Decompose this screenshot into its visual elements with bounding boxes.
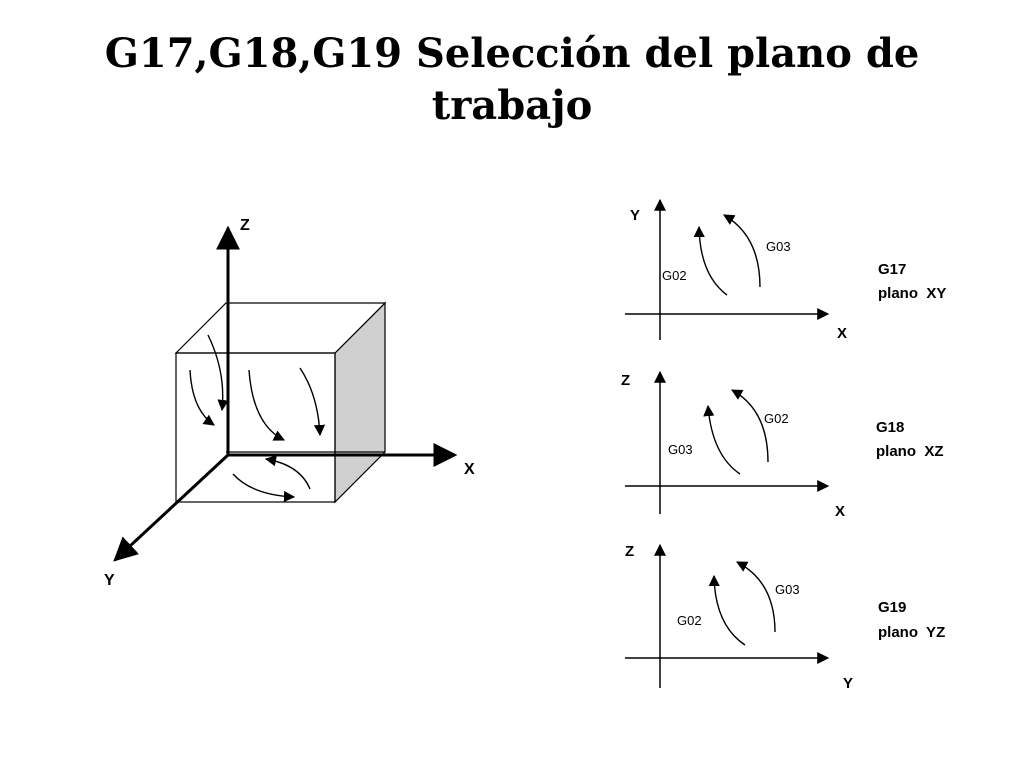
axis-y-line bbox=[113, 453, 230, 562]
vertical-axis-label: Z bbox=[621, 372, 630, 389]
plane-name: plano XZ bbox=[876, 443, 944, 460]
outer-arc-label: G02 bbox=[764, 411, 789, 426]
title-line-1: G17,G18,G19 Selección del plano de bbox=[104, 30, 920, 77]
outer-arc-arrow bbox=[736, 561, 776, 633]
plane-panel-g19: Z Y G02 G03 G19 plano YZ bbox=[625, 543, 945, 692]
cube-arrow-front-1 bbox=[248, 369, 286, 441]
cube-arrow-bottom-1 bbox=[232, 473, 296, 503]
vertical-axis-label: Z bbox=[625, 543, 634, 560]
cube-arrow-left-1 bbox=[207, 334, 229, 412]
outer-arc-label: G03 bbox=[766, 239, 791, 254]
title-line-2: trabajo bbox=[431, 82, 593, 129]
outer-arc-label: G03 bbox=[775, 582, 800, 597]
horizontal-axis-label: X bbox=[837, 325, 847, 342]
axis-z-label: Z bbox=[240, 217, 250, 234]
cube-front-face bbox=[175, 352, 336, 503]
horizontal-axis-label: Y bbox=[843, 675, 853, 692]
inner-arc-arrow bbox=[703, 404, 741, 475]
plane-code: G19 bbox=[878, 599, 906, 616]
outer-arc-arrow bbox=[723, 214, 761, 288]
cube-diagram: Z X Y bbox=[104, 217, 475, 589]
inner-arc-label: G02 bbox=[677, 613, 702, 628]
cube-arrow-front-2 bbox=[299, 367, 326, 437]
plane-panel-g18: Z X G03 G02 G18 plano XZ bbox=[621, 370, 944, 520]
inner-arc-arrow bbox=[708, 574, 746, 646]
inner-arc-label: G02 bbox=[662, 268, 687, 283]
cube-arrow-bottom-2 bbox=[264, 455, 311, 490]
horizontal-axis-label: X bbox=[835, 503, 845, 520]
inner-arc-label: G03 bbox=[668, 442, 693, 457]
outer-arc-arrow bbox=[731, 389, 769, 463]
vertical-axis-label: Y bbox=[630, 207, 640, 224]
plane-panel-g17: Y X G02 G03 G17 plano XY bbox=[625, 198, 946, 342]
inner-arc-arrow bbox=[693, 225, 728, 296]
cube-arrow-left-2 bbox=[189, 369, 215, 426]
plane-name: plano YZ bbox=[878, 624, 945, 641]
axis-x-label: X bbox=[464, 461, 475, 478]
plane-name: plano XY bbox=[878, 285, 946, 302]
plane-code: G17 bbox=[878, 261, 906, 278]
page-title: G17,G18,G19 Selección del plano de traba… bbox=[60, 28, 964, 132]
plane-code: G18 bbox=[876, 419, 904, 436]
axis-y-label: Y bbox=[104, 572, 115, 589]
